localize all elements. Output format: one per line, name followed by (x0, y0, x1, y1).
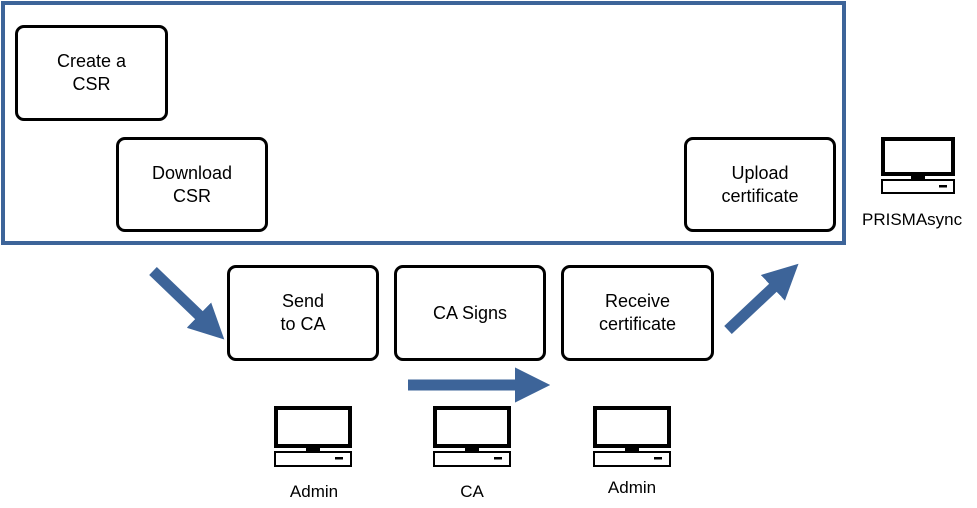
prismasync-frame (1, 1, 846, 245)
step-upload-certificate-label: Upload certificate (721, 162, 799, 206)
step-send-to-ca-label: Send to CA (280, 291, 326, 334)
computer-icon (881, 137, 955, 194)
step-send-to-ca: Send to CA (227, 265, 379, 361)
step-create-csr-label: Create a CSR (56, 51, 127, 94)
step-receive-certificate: Receive certificate (561, 265, 714, 361)
step-download-csr: Download CSR (116, 137, 268, 232)
step-create-csr: Create a CSR (15, 25, 168, 121)
arrow-down-right (149, 267, 225, 340)
caption-admin: Admin (607, 478, 657, 497)
computer-icon (593, 406, 671, 467)
step-ca-signs: CA Signs (394, 265, 546, 361)
caption-prismasync: PRISMAsync (862, 210, 963, 229)
computer-icon (433, 406, 511, 467)
caption-ca: CA (460, 482, 484, 501)
step-upload-certificate: Upload certificate (684, 137, 836, 232)
step-ca-signs-label: CA Signs (432, 302, 508, 323)
step-receive-certificate-label: Receive certificate (598, 291, 677, 334)
caption-admin: Admin (289, 482, 339, 501)
arrow-up-right (724, 263, 799, 335)
step-download-csr-label: Download CSR (151, 162, 233, 206)
computer-icon (274, 406, 352, 467)
